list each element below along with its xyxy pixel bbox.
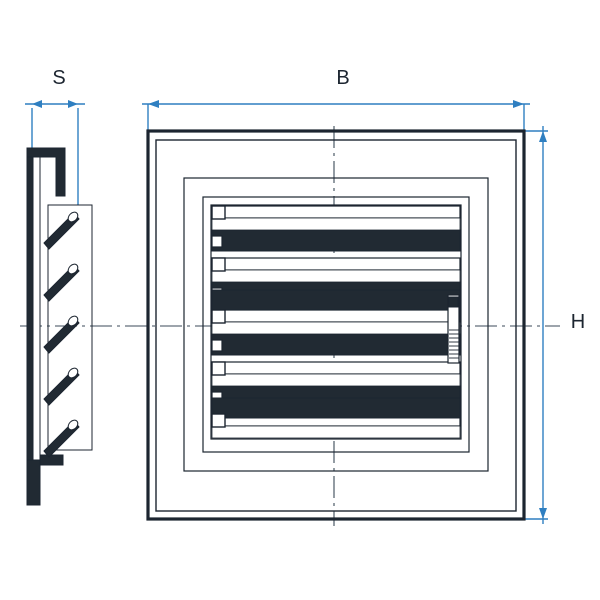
front-view-blade-3	[211, 289, 461, 356]
side-view-bottom-lip	[39, 454, 64, 466]
s-arrow-left	[32, 100, 42, 108]
side-view-frame-channel	[32, 156, 41, 461]
front-view-linkage-hatch	[449, 329, 459, 359]
h-arrow-top	[539, 131, 547, 142]
front-view	[146, 129, 526, 521]
side-view-blade-5	[43, 419, 80, 458]
h-arrow-bottom	[539, 508, 547, 519]
side-view-blade-2	[43, 263, 80, 302]
front-view-inner-frame	[155, 139, 517, 512]
front-view-ring-4	[202, 196, 470, 453]
side-view-guide-box	[47, 204, 93, 451]
side-view-blade-1	[43, 211, 80, 250]
label-overall-height: H	[571, 311, 585, 333]
front-view-blade-5	[211, 397, 461, 439]
side-view-bottom-flange	[26, 459, 41, 506]
front-view-blade-1	[211, 205, 461, 252]
side-view	[26, 147, 93, 506]
label-side-width: S	[52, 67, 65, 89]
label-overall-width: B	[336, 67, 349, 89]
side-view-frame-post	[26, 156, 34, 461]
side-view-blades	[43, 211, 80, 458]
front-view-ring-3	[183, 177, 489, 472]
front-view-blade-frame	[210, 204, 462, 440]
front-view-blades	[211, 205, 461, 439]
side-view-blade-3	[43, 315, 80, 354]
s-arrow-right	[68, 100, 78, 108]
front-view-linkage-pin	[448, 296, 459, 308]
front-view-outer-frame	[146, 129, 526, 521]
b-arrow-right	[513, 100, 524, 108]
b-arrow-left	[148, 100, 159, 108]
dimension-lines-group	[25, 100, 548, 524]
centerlines-group	[20, 126, 560, 526]
side-view-blade-4	[43, 367, 80, 406]
front-view-linkage-bar	[447, 294, 460, 364]
